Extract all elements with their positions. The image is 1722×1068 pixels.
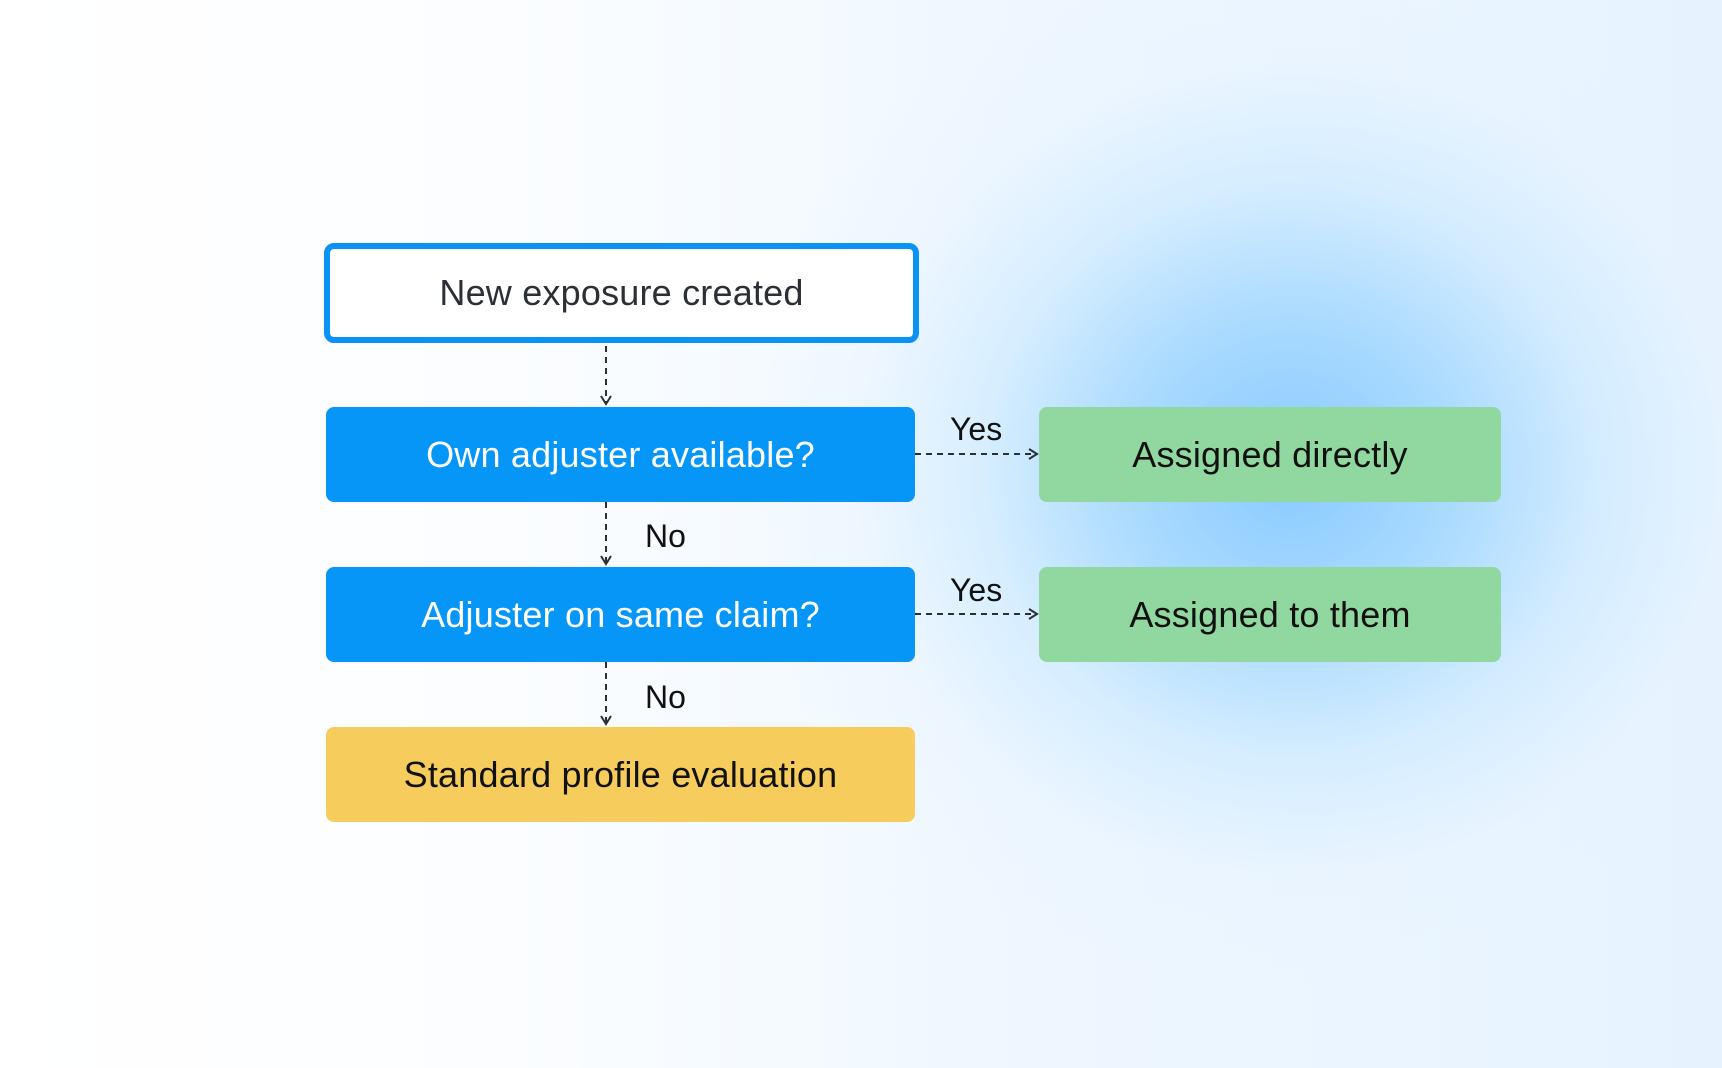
outcome-assigned-directly-label: Assigned directly (1132, 433, 1408, 475)
outcome-assigned-to-them-label: Assigned to them (1129, 593, 1411, 635)
edge-label-no-1: No (645, 518, 686, 554)
fallback-standard-profile-label: Standard profile evaluation (403, 753, 838, 795)
decision-own-adjuster: Own adjuster available? (326, 407, 915, 502)
fallback-standard-profile: Standard profile evaluation (326, 727, 915, 822)
edge-label-no-2: No (645, 679, 686, 715)
start-node-label: New exposure created (439, 272, 804, 313)
edge-label-yes-1: Yes (950, 411, 1003, 447)
decision-own-adjuster-label: Own adjuster available? (426, 433, 815, 475)
decision-same-claim-label: Adjuster on same claim? (421, 593, 820, 635)
start-node: New exposure created (324, 243, 919, 343)
decision-same-claim: Adjuster on same claim? (326, 567, 915, 662)
edge-label-yes-2: Yes (950, 572, 1003, 608)
outcome-assigned-to-them: Assigned to them (1039, 567, 1501, 662)
outcome-assigned-directly: Assigned directly (1039, 407, 1501, 502)
